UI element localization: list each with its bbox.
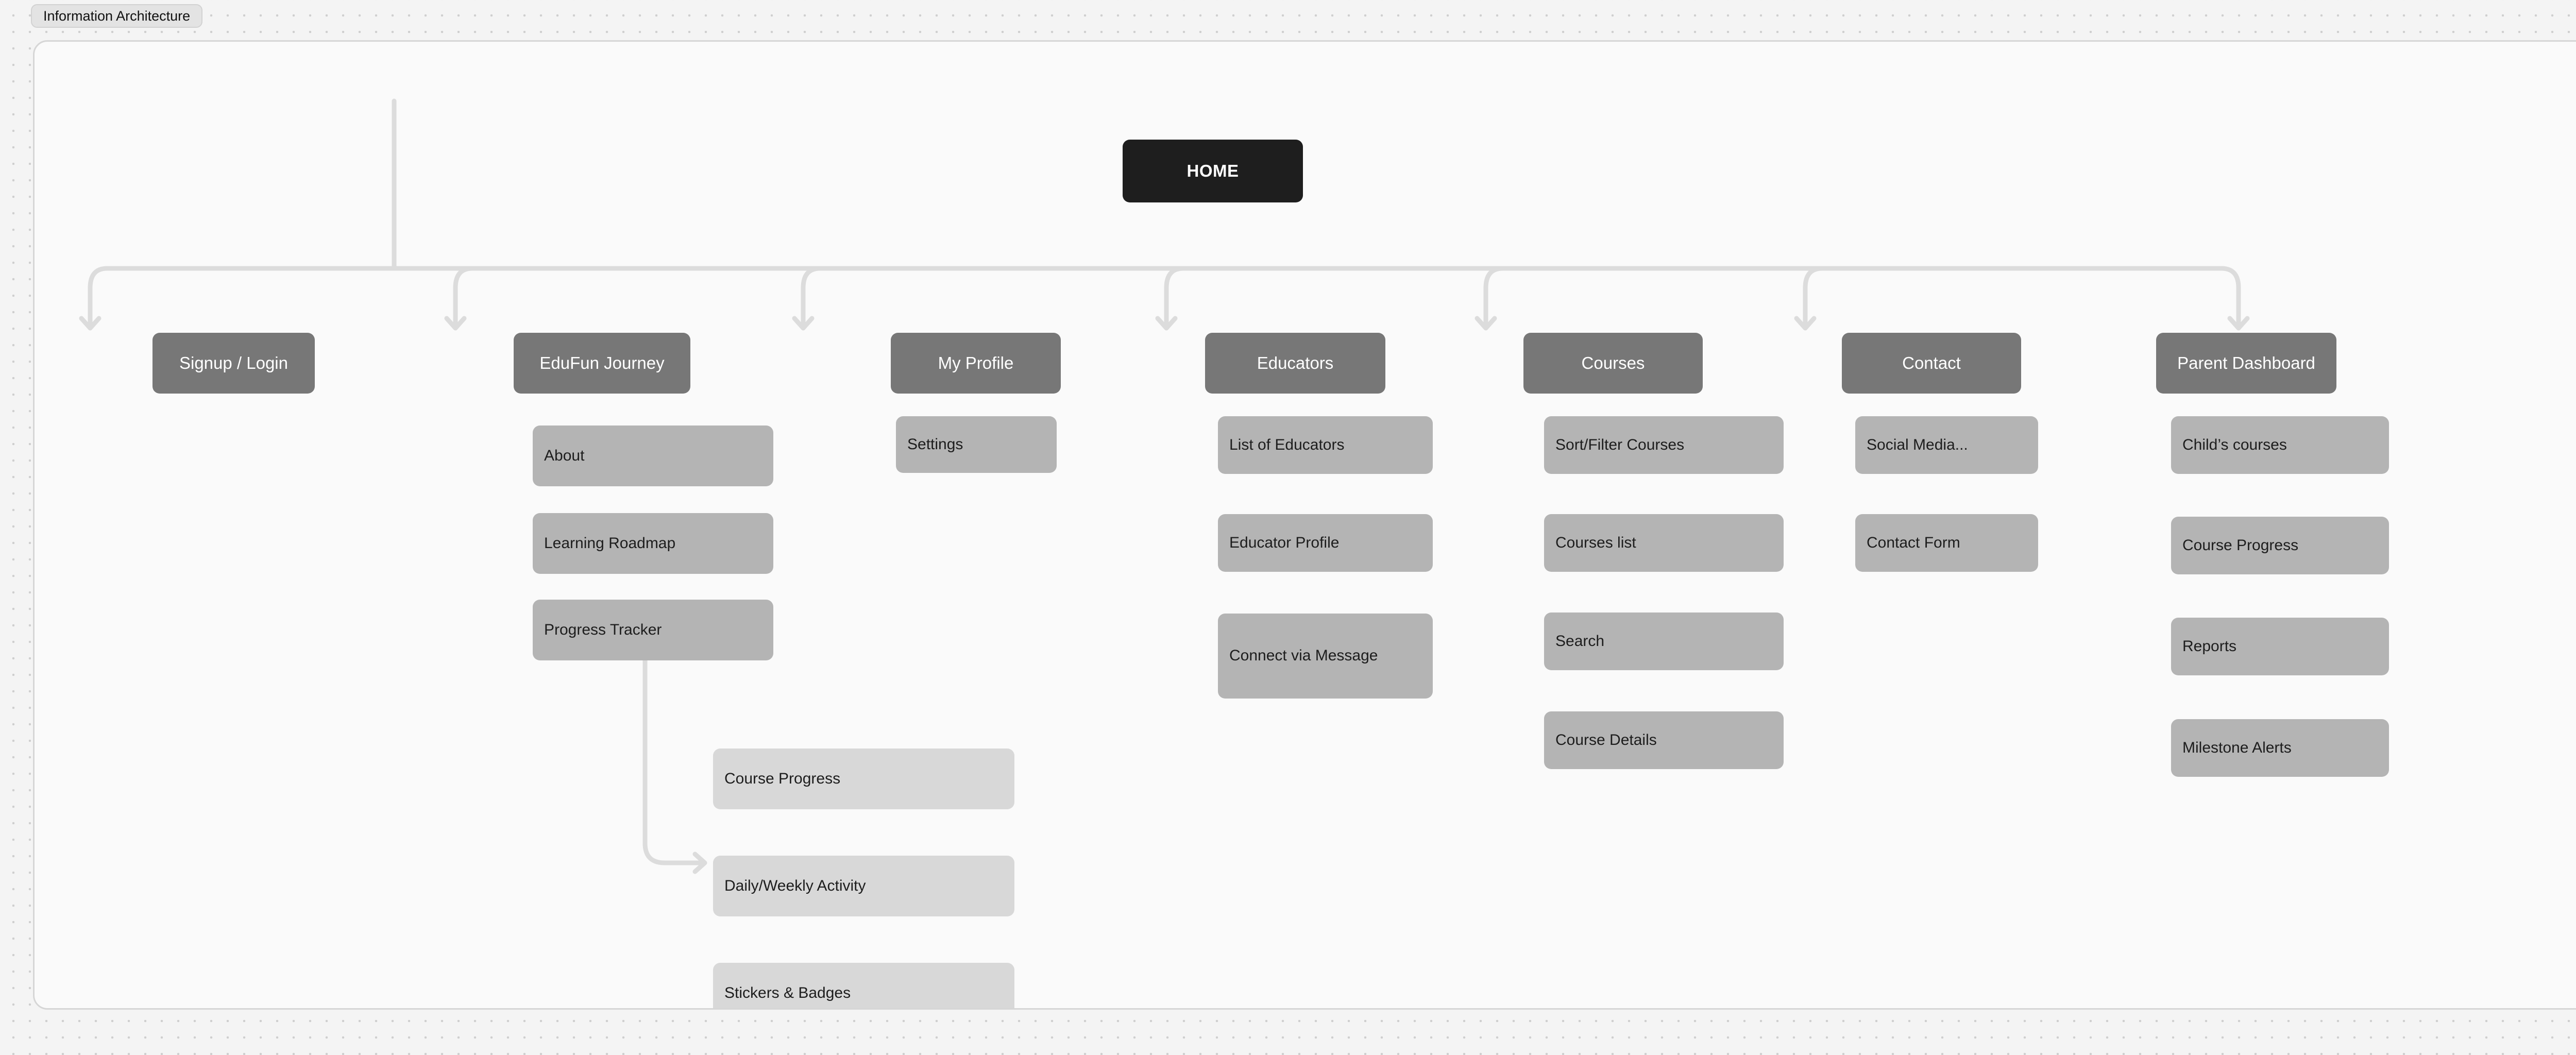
node-educators-label: Educators bbox=[1257, 353, 1334, 372]
node-social-media-label: Social Media... bbox=[1867, 436, 1968, 453]
node-my-profile-label: My Profile bbox=[938, 353, 1014, 372]
node-course-progress[interactable]: Course Progress bbox=[713, 748, 1014, 809]
node-courses-list[interactable]: Courses list bbox=[1544, 514, 1784, 572]
node-social-media[interactable]: Social Media... bbox=[1855, 416, 2038, 474]
node-parent-dashboard-label: Parent Dashboard bbox=[2177, 353, 2315, 372]
node-childs-courses-label: Child’s courses bbox=[2182, 436, 2287, 453]
connector-drop-signup-login bbox=[88, 266, 110, 327]
connector-drop-contact bbox=[1803, 266, 1825, 327]
node-learning-roadmap[interactable]: Learning Roadmap bbox=[533, 513, 773, 574]
node-search-label: Search bbox=[1555, 632, 1605, 650]
node-home[interactable]: HOME bbox=[1123, 140, 1303, 202]
diagram-title-text: Information Architecture bbox=[43, 8, 191, 24]
node-signup-login[interactable]: Signup / Login bbox=[152, 333, 315, 394]
node-learning-roadmap-label: Learning Roadmap bbox=[544, 534, 676, 552]
node-progress-tracker-label: Progress Tracker bbox=[544, 621, 662, 638]
node-progress-tracker[interactable]: Progress Tracker bbox=[533, 600, 773, 660]
node-course-progress-label: Course Progress bbox=[724, 770, 841, 787]
node-pd-course-progress-label: Course Progress bbox=[2182, 536, 2299, 554]
node-educator-profile-label: Educator Profile bbox=[1229, 534, 1340, 551]
node-sort-filter-courses-label: Sort/Filter Courses bbox=[1555, 436, 1685, 453]
node-course-details-label: Course Details bbox=[1555, 731, 1657, 748]
diagram-title-chip[interactable]: Information Architecture bbox=[31, 4, 203, 28]
node-home-label: HOME bbox=[1187, 161, 1239, 180]
node-list-of-educators[interactable]: List of Educators bbox=[1218, 416, 1433, 474]
node-stickers-badges-label: Stickers & Badges bbox=[724, 984, 851, 1001]
node-daily-weekly-activity[interactable]: Daily/Weekly Activity bbox=[713, 856, 1014, 916]
node-educators[interactable]: Educators bbox=[1205, 333, 1385, 394]
node-sort-filter-courses[interactable]: Sort/Filter Courses bbox=[1544, 416, 1784, 474]
node-contact[interactable]: Contact bbox=[1842, 333, 2021, 394]
node-childs-courses[interactable]: Child’s courses bbox=[2171, 416, 2389, 474]
connector-drop-courses bbox=[1483, 266, 1505, 327]
node-milestone-alerts-label: Milestone Alerts bbox=[2182, 739, 2292, 756]
node-contact-form-label: Contact Form bbox=[1867, 534, 1960, 551]
node-reports[interactable]: Reports bbox=[2171, 618, 2389, 675]
node-contact-label: Contact bbox=[1902, 353, 1961, 372]
node-course-details[interactable]: Course Details bbox=[1544, 711, 1784, 769]
node-my-profile[interactable]: My Profile bbox=[891, 333, 1061, 394]
node-milestone-alerts[interactable]: Milestone Alerts bbox=[2171, 719, 2389, 777]
node-signup-login-label: Signup / Login bbox=[179, 353, 288, 372]
node-pd-course-progress[interactable]: Course Progress bbox=[2171, 517, 2389, 574]
connector-drop-my-profile bbox=[801, 266, 823, 327]
node-settings-label: Settings bbox=[907, 435, 963, 453]
connector-drop-parent-dashboard bbox=[2219, 266, 2241, 327]
node-contact-form[interactable]: Contact Form bbox=[1855, 514, 2038, 572]
node-list-of-educators-label: List of Educators bbox=[1229, 436, 1345, 453]
connector-drop-educators bbox=[1164, 266, 1186, 327]
node-search[interactable]: Search bbox=[1544, 612, 1784, 670]
node-courses-label: Courses bbox=[1581, 353, 1645, 372]
node-daily-weekly-activity-label: Daily/Weekly Activity bbox=[724, 877, 866, 894]
node-connect-via-message-label: Connect via Message bbox=[1229, 647, 1378, 665]
node-edufun-journey[interactable]: EduFun Journey bbox=[514, 333, 690, 394]
node-parent-dashboard[interactable]: Parent Dashboard bbox=[2156, 333, 2336, 394]
node-courses-list-label: Courses list bbox=[1555, 534, 1636, 551]
node-courses[interactable]: Courses bbox=[1523, 333, 1703, 394]
connector-drop-edufun-journey bbox=[453, 266, 475, 327]
node-connect-via-message[interactable]: Connect via Message bbox=[1218, 614, 1433, 699]
node-about[interactable]: About bbox=[533, 426, 773, 486]
node-settings[interactable]: Settings bbox=[896, 416, 1057, 473]
node-educator-profile[interactable]: Educator Profile bbox=[1218, 514, 1433, 572]
node-edufun-journey-label: EduFun Journey bbox=[539, 353, 665, 372]
node-reports-label: Reports bbox=[2182, 637, 2237, 655]
node-about-label: About bbox=[544, 447, 585, 464]
node-stickers-badges[interactable]: Stickers & Badges bbox=[713, 963, 1014, 1008]
diagram-canvas: HOME Signup / Login EduFun Journey My Pr… bbox=[33, 40, 2576, 1010]
